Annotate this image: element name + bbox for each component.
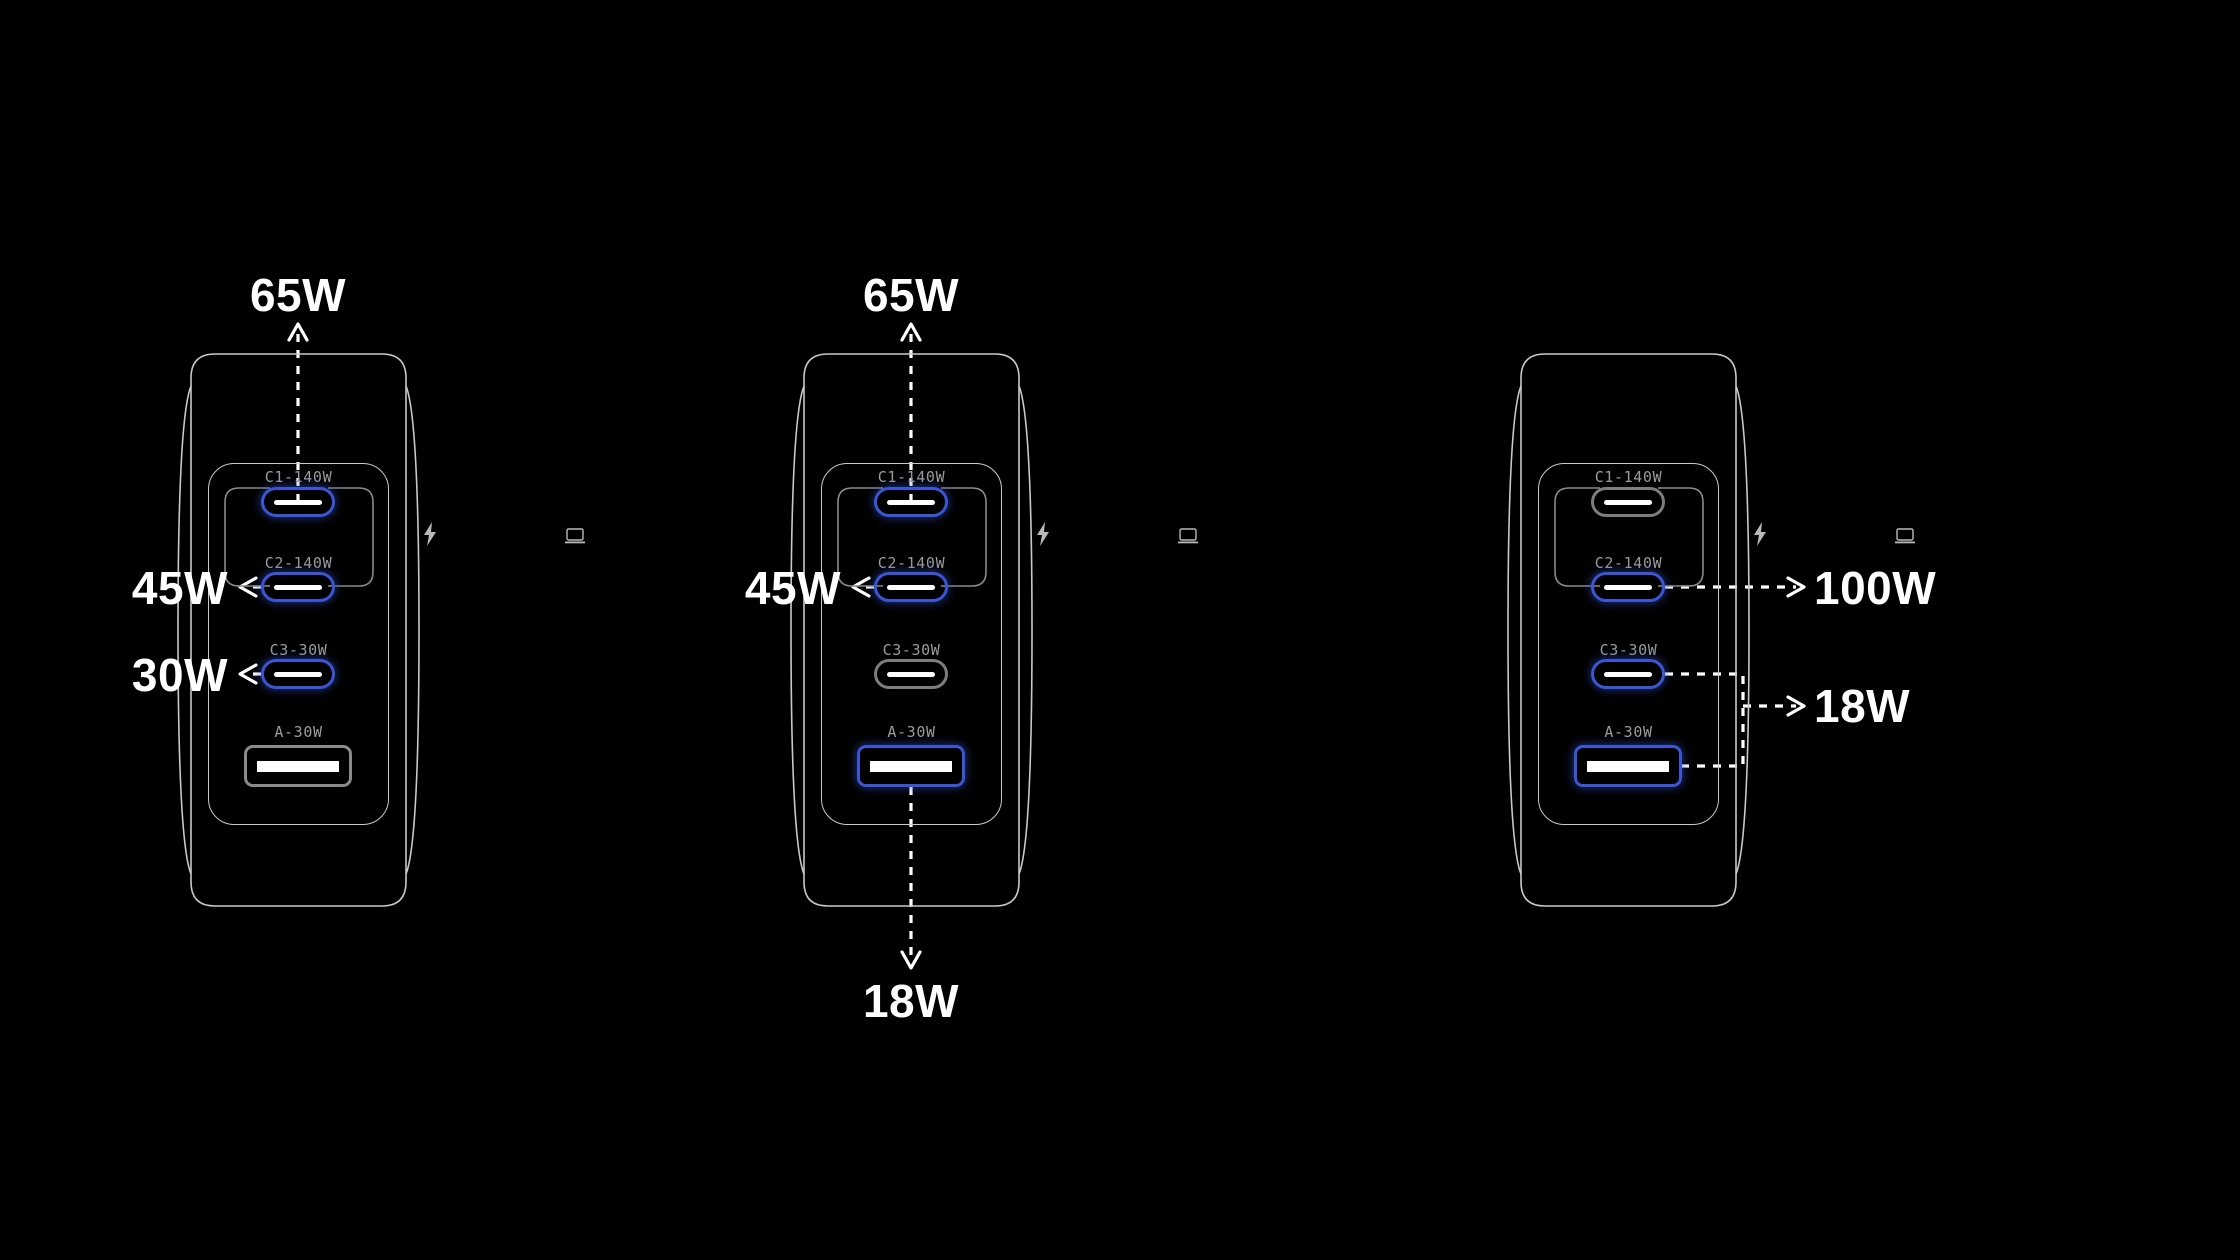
callout-top-power: 65W [862, 269, 960, 321]
lightning-bolt-icon [1749, 521, 1771, 547]
charger-body [1507, 348, 1750, 912]
port-label-c3: C3-30W [882, 641, 941, 659]
port-slot [274, 584, 322, 590]
port-label-c1: C1-140W [264, 468, 333, 486]
callout-right-lower-power: 18W [1814, 680, 1911, 732]
callout-left-upper-power: 45W [131, 562, 228, 614]
port-label-c2: C2-140W [1594, 554, 1663, 572]
laptop-icon [1894, 523, 1916, 549]
lightning-bolt-icon [1032, 521, 1054, 547]
callout-right-upper-power: 100W [1814, 562, 1937, 614]
usb-c-port-c2[interactable] [1591, 572, 1665, 602]
port-slot [887, 671, 935, 677]
port-slot [274, 671, 322, 677]
laptop-icon [564, 523, 586, 549]
port-label-c3: C3-30W [1599, 641, 1658, 659]
port-plate [1538, 463, 1719, 825]
usb-c-port-c2[interactable] [874, 572, 948, 602]
port-slot [887, 584, 935, 590]
port-slot [1604, 499, 1652, 505]
charger-panel-2: C1-140W C2-140W C3-30W A-30W 65W 18W 45W [613, 0, 1359, 1260]
port-slot [1587, 760, 1669, 772]
usb-c-port-c3[interactable] [261, 659, 335, 689]
usb-a-port-a[interactable] [857, 745, 965, 787]
port-slot [274, 499, 322, 505]
usb-c-port-c1[interactable] [1591, 487, 1665, 517]
port-slot [1604, 584, 1652, 590]
port-label-c2: C2-140W [877, 554, 946, 572]
callout-left-lower-power: 30W [131, 649, 228, 701]
port-slot [887, 499, 935, 505]
fast-charge-bracket [837, 487, 987, 587]
port-label-c1: C1-140W [877, 468, 946, 486]
port-label-c1: C1-140W [1594, 468, 1663, 486]
port-slot [257, 760, 339, 772]
port-label-a: A-30W [1604, 723, 1653, 741]
charger-panel-3: C1-140W C2-140W C3-30W A-30W 100W 18W [1330, 0, 2076, 1260]
charger-body [790, 348, 1033, 912]
port-plate [208, 463, 389, 825]
fast-charge-bracket [224, 487, 374, 587]
usb-c-port-c3[interactable] [874, 659, 948, 689]
callout-left-upper-power: 45W [744, 562, 841, 614]
callout-bottom-power: 18W [862, 975, 960, 1027]
usb-c-port-c2[interactable] [261, 572, 335, 602]
port-label-a: A-30W [887, 723, 936, 741]
fast-charge-bracket [1554, 487, 1704, 587]
usb-c-port-c1[interactable] [874, 487, 948, 517]
port-slot [870, 760, 952, 772]
usb-c-port-c3[interactable] [1591, 659, 1665, 689]
port-label-a: A-30W [274, 723, 323, 741]
port-label-c2: C2-140W [264, 554, 333, 572]
lightning-bolt-icon [419, 521, 441, 547]
usb-a-port-a[interactable] [244, 745, 352, 787]
port-plate [821, 463, 1002, 825]
charger-body [177, 348, 420, 912]
port-slot [1604, 671, 1652, 677]
charger-panel-1: C1-140W C2-140W C3-30W A-30W 65W 45W 30W [0, 0, 746, 1260]
usb-c-port-c1[interactable] [261, 487, 335, 517]
callout-top-power: 65W [249, 269, 347, 321]
port-label-c3: C3-30W [269, 641, 328, 659]
laptop-icon [1177, 523, 1199, 549]
usb-a-port-a[interactable] [1574, 745, 1682, 787]
